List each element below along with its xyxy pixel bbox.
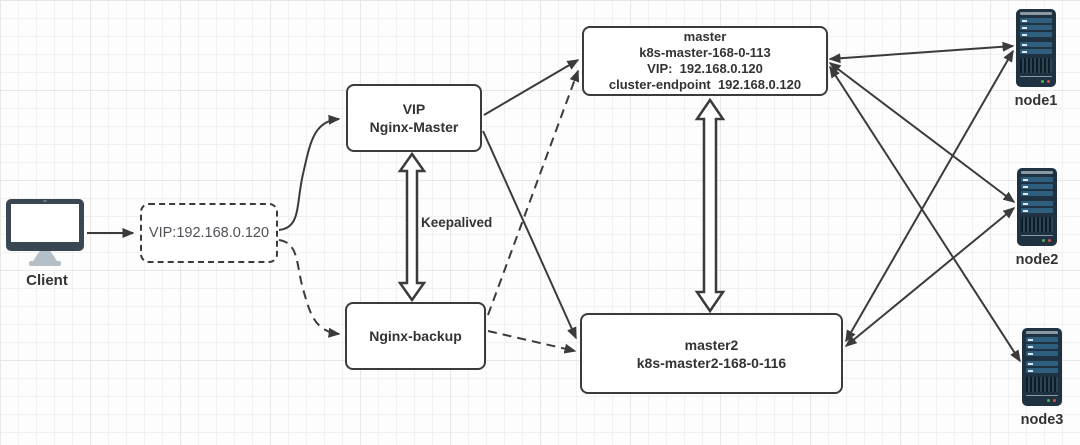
server-top-cap <box>1026 331 1058 334</box>
server-bottom-cap <box>1021 234 1053 237</box>
server-bottom-cap <box>1020 75 1052 78</box>
led-green <box>1041 80 1044 84</box>
server-led-panel <box>1020 79 1052 84</box>
server-drive-bays <box>1020 18 1052 54</box>
server-vent <box>1020 58 1052 73</box>
monitor-stand-base <box>29 261 61 266</box>
server-vent <box>1021 217 1053 232</box>
vip-address-text: VIP:192.168.0.120 <box>148 225 270 241</box>
edge-nginx-master-to-master <box>483 59 580 116</box>
edge-master-to-node3 <box>829 65 1021 363</box>
node2-server-icon <box>1017 168 1057 246</box>
master-vip: VIP: 192.168.0.120 <box>647 61 763 76</box>
server-top-cap <box>1021 171 1053 174</box>
server-led-panel <box>1026 398 1058 403</box>
led-red <box>1047 80 1050 84</box>
edge-master2-to-node1 <box>845 49 1014 343</box>
node3-label: node3 <box>1020 412 1064 428</box>
led-green <box>1047 399 1050 403</box>
led-red <box>1048 239 1051 243</box>
edge-nginx-backup-to-master <box>487 69 580 316</box>
led-green <box>1042 239 1045 243</box>
edge-nginx-backup-to-master2 <box>487 330 577 354</box>
node2-label: node2 <box>1015 252 1059 268</box>
server-vent <box>1026 377 1058 392</box>
monitor-camera-dot <box>43 200 47 202</box>
node3-server-icon <box>1022 328 1062 406</box>
nginx-backup-box: Nginx-backup <box>345 302 486 370</box>
vip-address-box: VIP:192.168.0.120 <box>140 203 278 263</box>
master2-box: master2 k8s-master2-168-0-116 <box>580 313 843 394</box>
nginx-master-box: VIP Nginx-Master <box>346 84 482 152</box>
master-box: master k8s-master-168-0-113 VIP: 192.168… <box>582 26 828 96</box>
edge-vip-to-nginx-backup <box>278 239 341 338</box>
server-led-panel <box>1021 238 1053 243</box>
master-title: master <box>683 29 727 44</box>
server-drive-bays <box>1026 337 1058 373</box>
client-computer-icon <box>6 199 84 266</box>
nginx-backup-title: Nginx-backup <box>369 328 462 344</box>
master-hostname: k8s-master-168-0-113 <box>639 45 771 60</box>
node1-label: node1 <box>1014 93 1058 109</box>
nginx-master-subtitle: Nginx-Master <box>369 119 459 135</box>
nginx-master-title: VIP <box>402 101 426 117</box>
edge-vip-to-nginx-master <box>278 114 341 231</box>
server-bottom-cap <box>1026 394 1058 397</box>
monitor-screen <box>6 199 84 251</box>
server-top-cap <box>1020 12 1052 15</box>
edge-master-to-node1 <box>828 41 1015 64</box>
master-master2-double-arrow <box>694 97 726 314</box>
client-label: Client <box>26 272 68 289</box>
edge-nginx-master-to-master2 <box>482 130 577 340</box>
master-cluster-endpoint: cluster-endpoint 192.168.0.120 <box>608 77 802 92</box>
keepalived-label: Keepalived <box>421 215 493 230</box>
led-red <box>1053 399 1056 403</box>
monitor-stand-neck <box>33 251 57 261</box>
edge-master2-to-node2 <box>844 207 1016 347</box>
master2-title: master2 <box>684 336 739 353</box>
edge-master-to-node2 <box>828 62 1016 203</box>
server-drive-bays <box>1021 177 1053 213</box>
master2-hostname: k8s-master2-168-0-116 <box>636 354 787 371</box>
node1-server-icon <box>1016 9 1056 87</box>
